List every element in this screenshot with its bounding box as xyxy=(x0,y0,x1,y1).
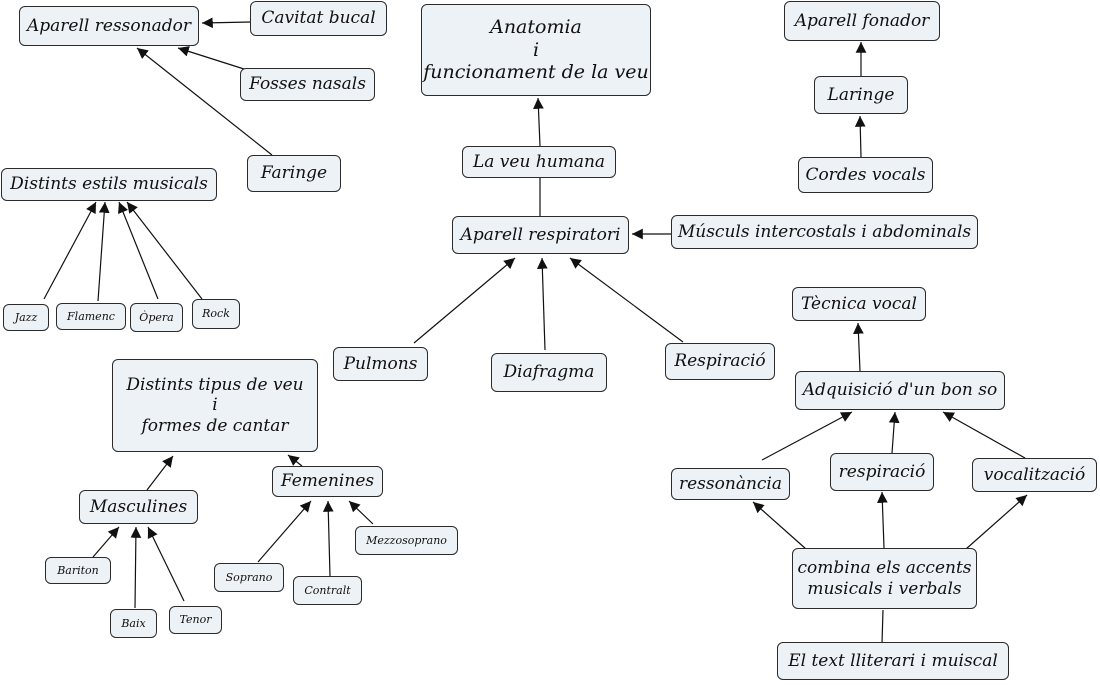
edge-ressonancia-to-bon-so xyxy=(761,411,853,461)
node-cordes-vocals[interactable]: Cordes vocals xyxy=(798,157,933,193)
node-adquisicio-bon-so[interactable]: Adquisició d'un bon so xyxy=(795,371,1005,410)
node-jazz[interactable]: Jazz xyxy=(3,304,49,331)
node-text-literari-musical[interactable]: El text lliterari i muiscal xyxy=(777,642,1009,680)
edge-tenor-to-masculines xyxy=(147,526,185,602)
node-faringe[interactable]: Faringe xyxy=(247,155,341,192)
node-aparell-fonador[interactable]: Aparell fonador xyxy=(784,1,940,41)
node-baix[interactable]: Baix xyxy=(110,609,157,638)
edge-combina-to-respiracio xyxy=(876,491,888,549)
node-rock[interactable]: Rock xyxy=(192,299,240,329)
edge-rock-to-estils xyxy=(126,201,203,300)
node-opera[interactable]: Òpera xyxy=(130,303,183,332)
node-pulmons[interactable]: Pulmons xyxy=(333,347,428,381)
edge-respiracio-to-bon-so xyxy=(888,411,900,454)
node-tecnica-vocal[interactable]: Tècnica vocal xyxy=(792,287,926,321)
edge-text-literari-to-combina xyxy=(881,609,884,644)
node-laringe[interactable]: Laringe xyxy=(814,76,908,114)
node-distints-tipus-veu[interactable]: Distints tipus de veu i formes de cantar xyxy=(112,359,318,452)
edge-combina-to-vocalitzacio xyxy=(965,494,1028,550)
edge-femenines-to-tipus-veu xyxy=(287,454,303,467)
edge-vocalitzacio-to-bon-so xyxy=(942,411,1026,459)
edge-mezzosoprano-to-femenines xyxy=(348,500,374,525)
node-masculines[interactable]: Masculines xyxy=(79,490,198,524)
edge-cavitat-bucal-to-aparell-ressonador xyxy=(201,17,252,29)
node-combina-accents[interactable]: combina els accents musicals i verbals xyxy=(792,548,977,609)
edge-opera-to-estils xyxy=(118,201,159,300)
edge-contralt-to-femenines xyxy=(322,500,334,577)
node-muscles-intercostals-abdominals[interactable]: Músculs intercostals i abdominals xyxy=(671,215,978,249)
node-fosses-nasals[interactable]: Fosses nasals xyxy=(240,68,375,101)
node-diafragma[interactable]: Diafragma xyxy=(491,353,607,392)
edge-soprano-to-femenines xyxy=(257,500,312,563)
node-bariton[interactable]: Bariton xyxy=(45,557,111,584)
node-flamenc[interactable]: Flamenc xyxy=(56,303,126,330)
edge-faringe-to-aparell-ressonador xyxy=(136,47,273,156)
edge-diafragma-to-aparell-respiratori xyxy=(536,257,548,351)
node-mezzosoprano[interactable]: Mezzosoprano xyxy=(355,526,458,555)
edge-bon-so-to-tecnica-vocal xyxy=(853,322,864,372)
node-anatomia-funcionament-veu[interactable]: Anatomia i funcionament de la veu xyxy=(421,4,651,96)
edge-masculines-to-tipus-veu xyxy=(146,455,174,491)
node-aparell-ressonador[interactable]: Aparell ressonador xyxy=(19,6,199,46)
node-distints-estils-musicals[interactable]: Distints estils musicals xyxy=(1,168,217,201)
node-respiracio[interactable]: Respiració xyxy=(665,343,775,380)
node-tenor[interactable]: Tenor xyxy=(169,606,222,634)
edge-respiracio-to-aparell-respiratori xyxy=(569,257,684,343)
node-respiracio-tecnica[interactable]: respiració xyxy=(830,453,934,491)
node-contralt[interactable]: Contralt xyxy=(293,576,362,605)
edge-pulmons-to-aparell-respiratori xyxy=(413,257,516,344)
edge-jazz-to-estils xyxy=(43,201,97,300)
edge-fosses-nasals-to-aparell-ressonador xyxy=(177,46,245,70)
edge-bariton-to-masculines xyxy=(92,526,120,558)
edge-combina-to-ressonancia xyxy=(752,501,807,550)
node-vocalitzacio[interactable]: vocalització xyxy=(972,458,1097,492)
node-la-veu-humana[interactable]: La veu humana xyxy=(462,146,616,178)
node-aparell-respiratori[interactable]: Aparell respiratori xyxy=(452,216,629,254)
edge-flamenc-to-estils xyxy=(97,201,110,302)
node-ressonancia[interactable]: ressonància xyxy=(671,468,790,500)
edge-veu-humana-to-anatomia xyxy=(533,97,544,147)
node-soprano[interactable]: Soprano xyxy=(214,563,284,592)
edge-baix-to-masculines xyxy=(130,526,142,609)
edge-cordes-vocals-to-laringe xyxy=(854,115,866,158)
node-cavitat-bucal[interactable]: Cavitat bucal xyxy=(250,1,387,36)
node-femenines[interactable]: Femenines xyxy=(272,466,383,497)
